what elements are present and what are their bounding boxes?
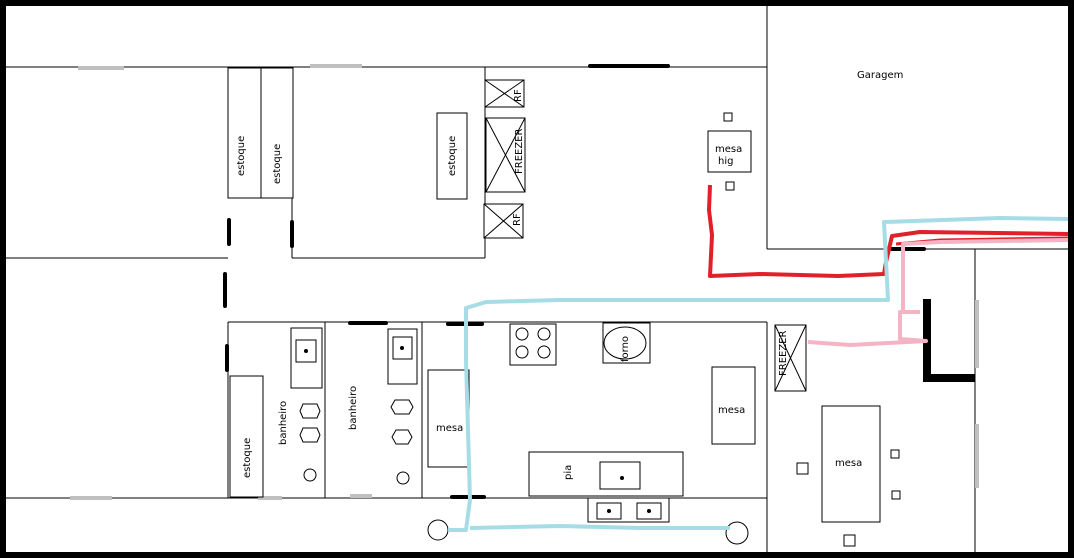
square-marker-bottom [725, 181, 735, 191]
pia-counter: pia [528, 451, 684, 497]
estoque-label-4: estoque [242, 438, 253, 478]
pipe-red [707, 184, 1069, 278]
chair-bottom [843, 534, 856, 547]
pipe-pink [807, 238, 1069, 347]
estoque-label-1: estoque [236, 136, 247, 176]
double-sink-outside [587, 497, 670, 523]
freezer-middle: FREEZER [485, 117, 526, 193]
mesa-table-kitchen [711, 366, 756, 445]
mesa-label-dining: mesa [835, 458, 862, 469]
freezer-label-middle: FREEZER [514, 128, 525, 174]
banheiro-label-2: banheiro [348, 386, 359, 430]
stove [509, 323, 557, 366]
oven: forno [602, 322, 651, 364]
banheiro-label-1: banheiro [278, 401, 289, 445]
rf-label-top: RF [513, 89, 524, 102]
chair-top-right [890, 449, 900, 459]
mesa-label-kitchen: mesa [718, 405, 745, 416]
freezer-label-right: FREEZER [778, 330, 789, 376]
square-marker-top [723, 112, 733, 122]
forno-label: forno [620, 336, 631, 362]
pipe-blue [448, 216, 1069, 532]
mesa-hig-label-1: mesa [715, 144, 742, 155]
freezer-right: FREEZER [774, 324, 807, 392]
bathroom-1: estoque banheiro [229, 327, 323, 498]
windows [70, 64, 979, 500]
chair-bottom-right [891, 490, 901, 500]
drain-right [725, 521, 749, 545]
mesa-hig-table [707, 130, 752, 173]
estoque-shelves: estoque estoque [227, 67, 294, 199]
mesa-table-left [427, 369, 470, 468]
rf-label-bottom: RF [512, 213, 523, 226]
drain-left [427, 519, 449, 541]
pia-label: pia [563, 465, 574, 480]
estoque-shelf-bathroom [229, 375, 264, 498]
mesa-hig-label-2: hig [718, 156, 733, 167]
estoque-shelf-middle [436, 112, 468, 200]
chair-left [796, 462, 809, 475]
estoque-label-2: estoque [272, 144, 283, 184]
rf-bottom: RF [483, 203, 524, 239]
estoque-label-3: estoque [447, 136, 458, 176]
mesa-label-left: mesa [436, 423, 463, 434]
wall-bracket [923, 299, 975, 382]
bathroom-2: banheiro [348, 328, 418, 485]
garagem-label: Garagem [857, 70, 903, 81]
mesa-table-dining [821, 405, 881, 523]
rf-top: RF [484, 79, 525, 108]
